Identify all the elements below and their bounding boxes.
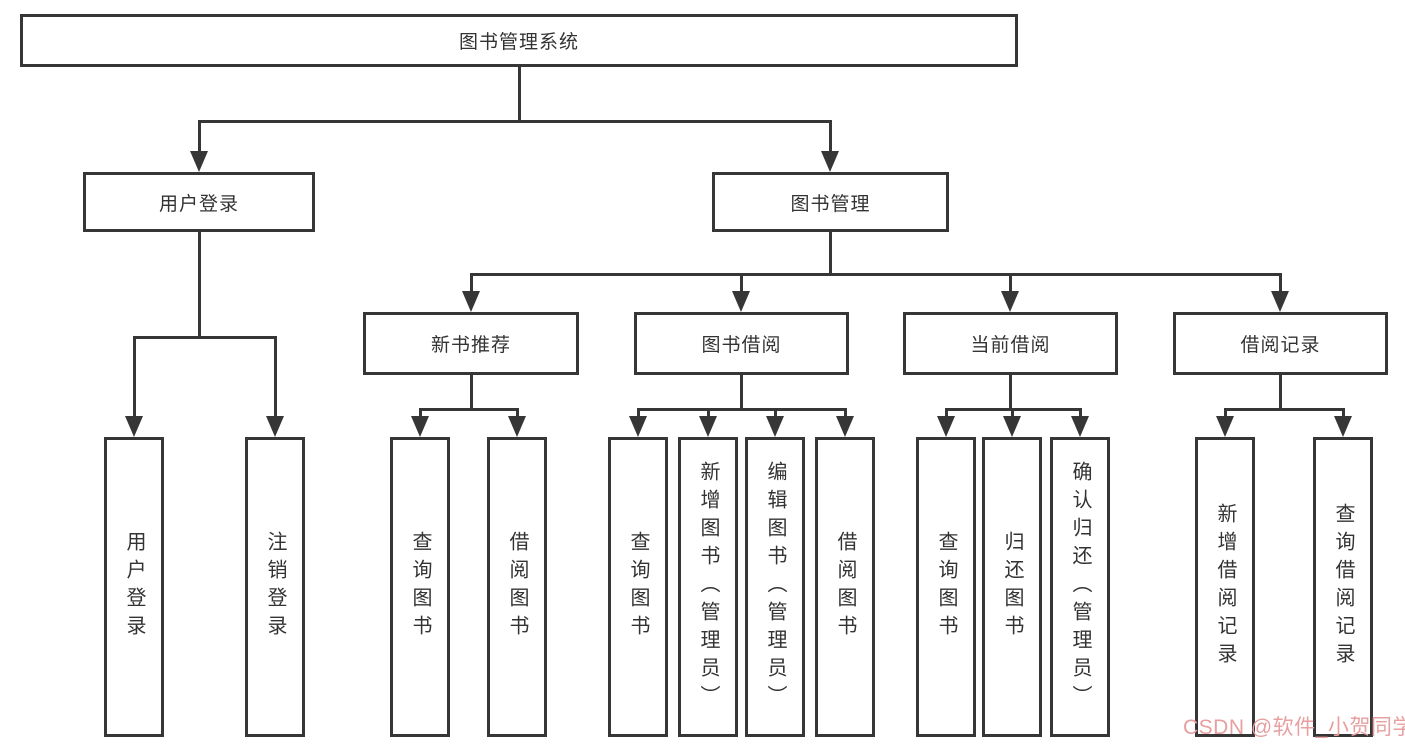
- connector-user-login-branch: [133, 336, 277, 339]
- connector-drop-leaf: [774, 408, 777, 419]
- leaf-query-book: 查询图书: [916, 437, 976, 737]
- connector-drop-leaf: [419, 408, 422, 419]
- arrowhead-group: [1001, 291, 1019, 312]
- leaf-borrow-book: 借阅图书: [815, 437, 875, 737]
- leaf-label: 借阅图书: [506, 531, 528, 643]
- arrowhead-user-login: [190, 151, 208, 172]
- node-system-root: 图书管理系统: [20, 14, 1018, 67]
- node-label: 借阅记录: [1240, 335, 1321, 356]
- connector-drop-leaf: [516, 408, 519, 419]
- connector-level1-branch: [198, 120, 832, 123]
- arrowhead-book-management: [821, 151, 839, 172]
- leaf-label: 新增借阅记录: [1214, 503, 1236, 671]
- leaf-label: 查询图书: [627, 531, 649, 643]
- arrowhead-leaf: [699, 416, 717, 437]
- arrowhead-group: [732, 291, 750, 312]
- leaf-label: 查询图书: [935, 531, 957, 643]
- arrowhead-leaf: [1003, 416, 1021, 437]
- connector-book-management-stem: [829, 230, 832, 275]
- node-borrow-records: 借阅记录: [1173, 312, 1388, 375]
- connector-group-branch: [1224, 408, 1345, 411]
- connector-group-stem: [1009, 373, 1012, 410]
- csdn-watermark: CSDN @软件_小贺同学: [1183, 716, 1405, 739]
- arrowhead-leaf: [937, 416, 955, 437]
- leaf-add-book-admin: 新增图书（管理员）: [678, 437, 738, 737]
- connector-group-stem: [470, 373, 473, 410]
- connector-drop-group: [470, 273, 473, 293]
- connector-user-login-stem: [198, 230, 201, 338]
- connector-drop-leaf: [637, 408, 640, 419]
- leaf-label: 用户登录: [123, 531, 145, 643]
- connector-drop-book-management: [829, 120, 832, 153]
- arrowhead-leaf: [125, 416, 143, 437]
- leaf-query-borrow-record: 查询借阅记录: [1313, 437, 1373, 737]
- node-current-borrow: 当前借阅: [903, 312, 1118, 375]
- leaf-label: 查询图书: [409, 531, 431, 643]
- connector-drop-leaf: [1342, 408, 1345, 419]
- arrowhead-leaf: [629, 416, 647, 437]
- leaf-add-borrow-record: 新增借阅记录: [1195, 437, 1255, 737]
- leaf-label: 新增图书（管理员）: [697, 461, 719, 713]
- connector-drop-group: [740, 273, 743, 293]
- connector-drop-group: [1279, 273, 1282, 293]
- node-label: 图书管理: [790, 193, 871, 215]
- arrowhead-leaf: [1334, 416, 1352, 437]
- arrowhead-group: [1271, 291, 1289, 312]
- connector-drop-group: [1009, 273, 1012, 293]
- leaf-borrow-book: 借阅图书: [487, 437, 547, 737]
- connector-drop-leaf: [133, 336, 136, 419]
- leaf-return-book: 归还图书: [982, 437, 1042, 737]
- connector-root-stem: [518, 65, 521, 123]
- leaf-label: 确认归还（管理员）: [1069, 461, 1091, 713]
- arrowhead-leaf: [1216, 416, 1234, 437]
- arrowhead-leaf: [508, 416, 526, 437]
- leaf-label: 编辑图书（管理员）: [764, 461, 786, 713]
- connector-drop-leaf: [1224, 408, 1227, 419]
- arrowhead-leaf: [766, 416, 784, 437]
- connector-drop-leaf: [844, 408, 847, 419]
- leaf-logout: 注销登录: [245, 437, 305, 737]
- node-book-borrow: 图书借阅: [634, 312, 849, 375]
- arrowhead-leaf: [411, 416, 429, 437]
- connector-drop-leaf: [945, 408, 948, 419]
- connector-group-branch: [419, 408, 519, 411]
- leaf-label: 借阅图书: [834, 531, 856, 643]
- node-label: 新书推荐: [430, 335, 511, 356]
- connector-drop-leaf: [707, 408, 710, 419]
- connector-group-stem: [1279, 373, 1282, 410]
- connector-drop-user-login: [198, 120, 201, 153]
- connector-group-branch: [637, 408, 847, 411]
- connector-drop-leaf: [1079, 408, 1082, 419]
- node-label: 图书管理系统: [458, 32, 579, 53]
- node-user-login-module: 用户登录: [83, 172, 315, 232]
- leaf-label: 查询借阅记录: [1332, 503, 1354, 671]
- connector-group-stem: [740, 373, 743, 410]
- connector-book-management-branch: [470, 273, 1282, 276]
- node-book-management-module: 图书管理: [712, 172, 949, 232]
- arrowhead-leaf: [836, 416, 854, 437]
- leaf-query-book: 查询图书: [608, 437, 668, 737]
- arrowhead-leaf: [266, 416, 284, 437]
- node-new-book-recommend: 新书推荐: [363, 312, 579, 375]
- leaf-label: 归还图书: [1001, 531, 1023, 643]
- node-label: 当前借阅: [970, 335, 1051, 356]
- leaf-user-login: 用户登录: [104, 437, 164, 737]
- leaf-label: 注销登录: [264, 531, 286, 643]
- connector-drop-leaf: [274, 336, 277, 419]
- leaf-query-book: 查询图书: [390, 437, 450, 737]
- leaf-confirm-return-admin: 确认归还（管理员）: [1050, 437, 1110, 737]
- node-label: 用户登录: [158, 193, 239, 215]
- node-label: 图书借阅: [701, 335, 782, 356]
- connector-drop-leaf: [1011, 408, 1014, 419]
- arrowhead-leaf: [1071, 416, 1089, 437]
- leaf-edit-book-admin: 编辑图书（管理员）: [745, 437, 805, 737]
- arrowhead-group: [462, 291, 480, 312]
